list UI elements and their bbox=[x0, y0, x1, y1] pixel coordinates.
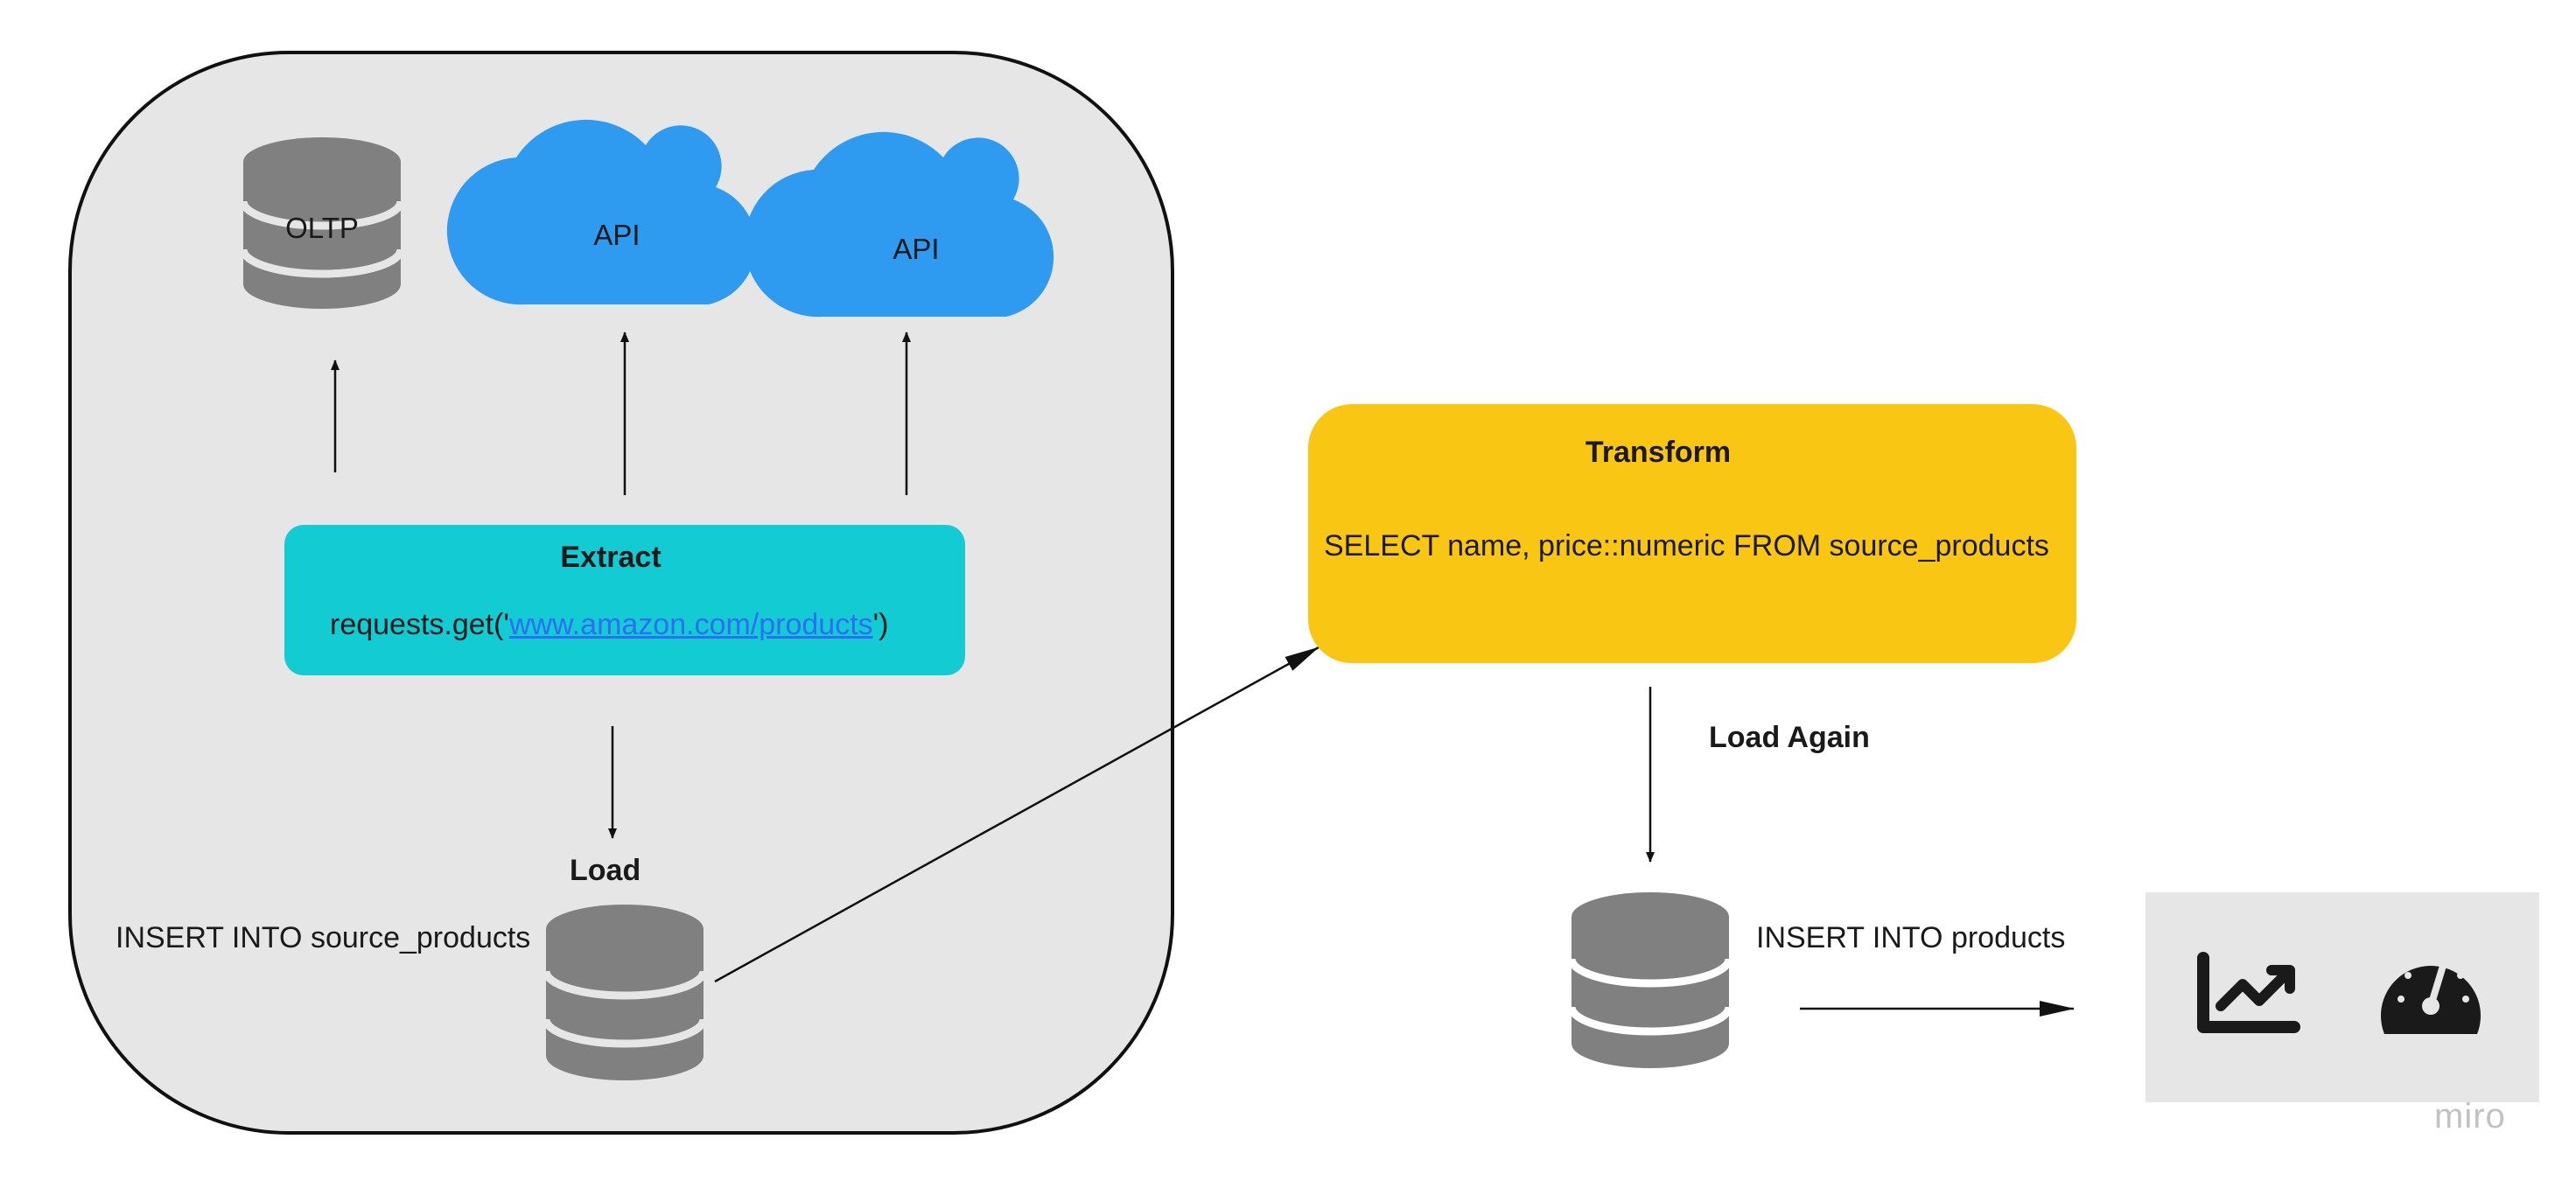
load-again-statement: INSERT INTO products bbox=[1756, 921, 2066, 954]
extract-code-prefix: requests.get(' bbox=[330, 608, 509, 641]
arrow-load-to-transform bbox=[714, 646, 1320, 983]
extract-code: requests.get('www.amazon.com/products') bbox=[330, 610, 889, 639]
load-title: Load bbox=[570, 854, 641, 887]
transform-title: Transform bbox=[1585, 436, 1732, 469]
api-cloud-icon-1[interactable] bbox=[446, 119, 757, 305]
api-cloud-icon-2[interactable] bbox=[744, 131, 1054, 318]
oltp-label: OLTP bbox=[285, 212, 359, 244]
api-label-1: API bbox=[593, 219, 640, 251]
load-again-database-icon[interactable] bbox=[1567, 892, 1733, 1068]
miro-watermark: miro bbox=[2434, 1097, 2506, 1136]
load-again-title: Load Again bbox=[1709, 721, 1870, 754]
load-database-icon[interactable] bbox=[542, 905, 708, 1080]
oltp-database-icon[interactable] bbox=[239, 137, 405, 309]
load-statement: INSERT INTO source_products bbox=[116, 921, 531, 954]
extract-title: Extract bbox=[560, 541, 662, 574]
chart-trending-up-icon[interactable] bbox=[2197, 952, 2300, 1033]
speedometer-icon[interactable] bbox=[2381, 959, 2481, 1034]
extract-code-suffix: ') bbox=[872, 608, 889, 641]
extract-url-link[interactable]: www.amazon.com/products bbox=[508, 608, 873, 641]
transform-box[interactable] bbox=[1308, 404, 2076, 663]
extract-box[interactable] bbox=[284, 525, 965, 675]
transform-query: SELECT name, price::numeric FROM source_… bbox=[1324, 529, 2049, 563]
api-label-2: API bbox=[892, 233, 940, 265]
